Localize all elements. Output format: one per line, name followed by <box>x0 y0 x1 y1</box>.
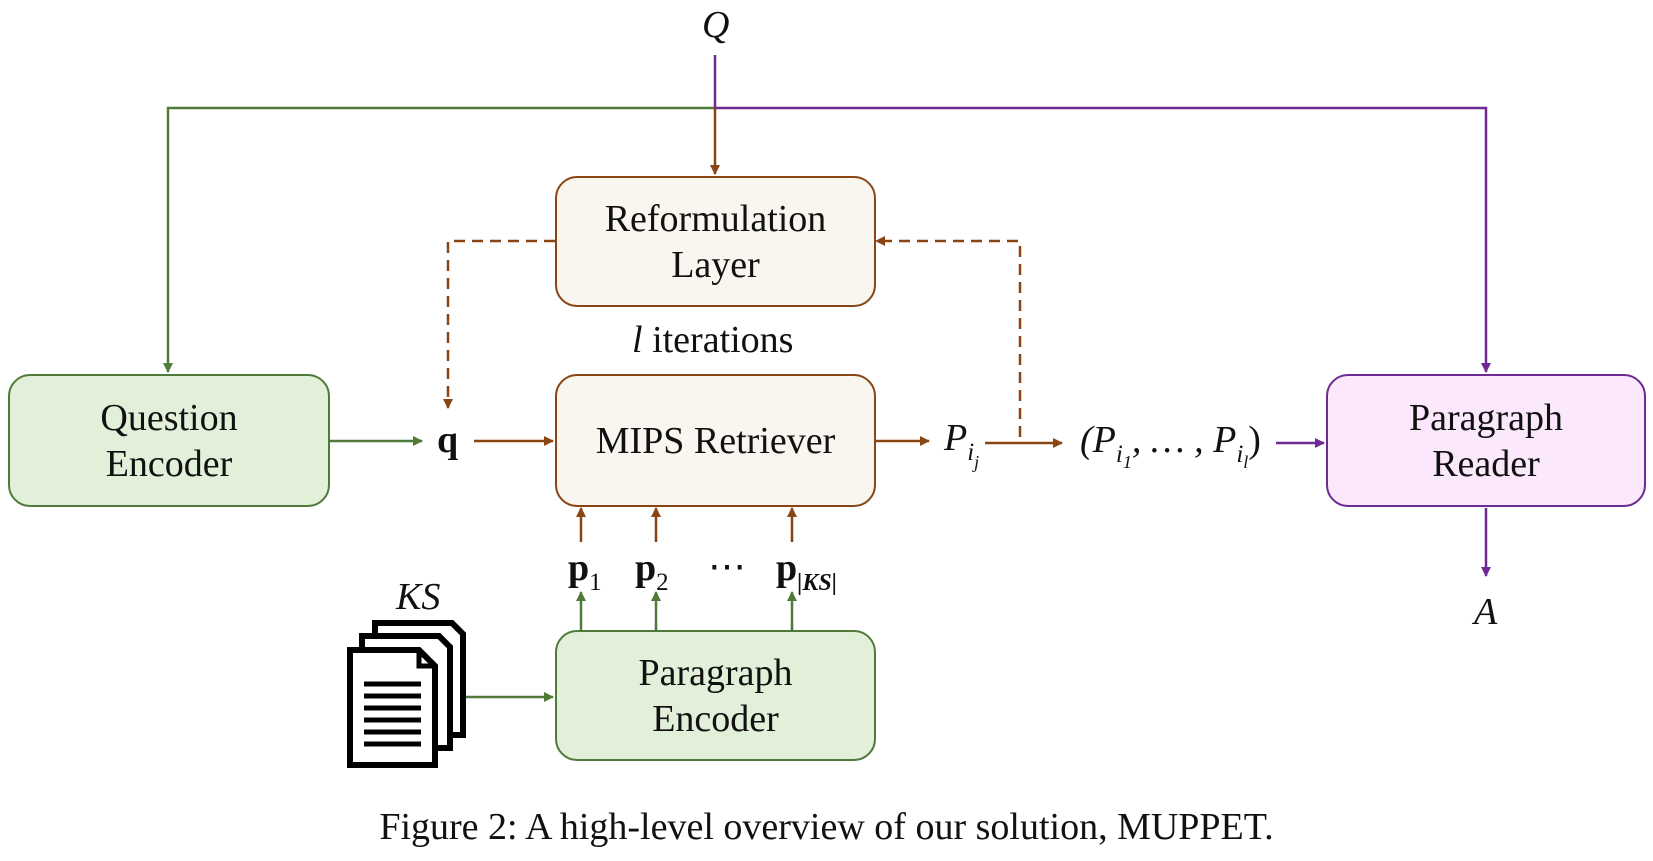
reformulation-layer-box: Reformulation Layer <box>555 176 876 307</box>
seq-open: (P <box>1080 419 1116 461</box>
question-encoder-box: Question Encoder <box>8 374 330 507</box>
seq-sub2: il <box>1236 441 1249 472</box>
iterations-label: l iterations <box>632 320 793 360</box>
retrieved-paragraph-label: Pij <box>944 417 980 472</box>
edge-q-to-question-encoder <box>163 106 715 373</box>
paragraph-reader-label-line2: Reader <box>1432 442 1540 485</box>
figure-caption: Figure 2: A high-level overview of our s… <box>379 806 1274 848</box>
question-encoder-label-line1: Question <box>100 396 238 439</box>
question-input-label: Q <box>702 4 730 46</box>
seq-close: ) <box>1248 419 1261 461</box>
paragraph-reader-label-line1: Paragraph <box>1408 396 1564 439</box>
paragraph-vector-ks-label: p|KS| <box>776 547 838 596</box>
mips-retriever-box: MIPS Retriever <box>555 374 876 507</box>
iterations-variable: l <box>632 319 643 361</box>
mips-retriever-label: MIPS Retriever <box>595 419 836 462</box>
iterations-text: iterations <box>642 319 794 361</box>
paragraph-vector-ellipsis: ⋯ <box>708 546 746 588</box>
edge-reformulation-to-q <box>443 239 555 409</box>
paragraph-vector-2-label: p2 <box>635 547 669 596</box>
pij-main: P <box>944 417 968 459</box>
paragraph-sequence-label: (Pi1, … , Pil) <box>1080 419 1261 472</box>
paragraph-encoder-label-line1: Paragraph <box>638 651 793 694</box>
seq-sub1: i1 <box>1115 441 1132 472</box>
paragraph-encoder-box: Paragraph Encoder <box>555 630 876 761</box>
edge-pij-to-reformulation <box>875 236 1022 437</box>
reformulation-label-line1: Reformulation <box>604 197 827 240</box>
reformulation-label-line2: Layer <box>671 243 760 286</box>
edge-q-to-paragraph-reader <box>713 55 1491 373</box>
seq-mid: , … , P <box>1131 419 1237 461</box>
pij-sub: ij <box>967 439 980 472</box>
paragraph-vector-1-label: p1 <box>568 547 602 596</box>
answer-output-label: A <box>1474 591 1498 633</box>
knowledge-source-label: KS <box>396 576 441 618</box>
query-vector-label: q <box>437 419 459 461</box>
question-encoder-label-line2: Encoder <box>105 442 233 485</box>
document-stack-icon <box>347 620 466 768</box>
paragraph-reader-box: Paragraph Reader <box>1326 374 1646 507</box>
paragraph-encoder-label-line2: Encoder <box>652 697 779 740</box>
